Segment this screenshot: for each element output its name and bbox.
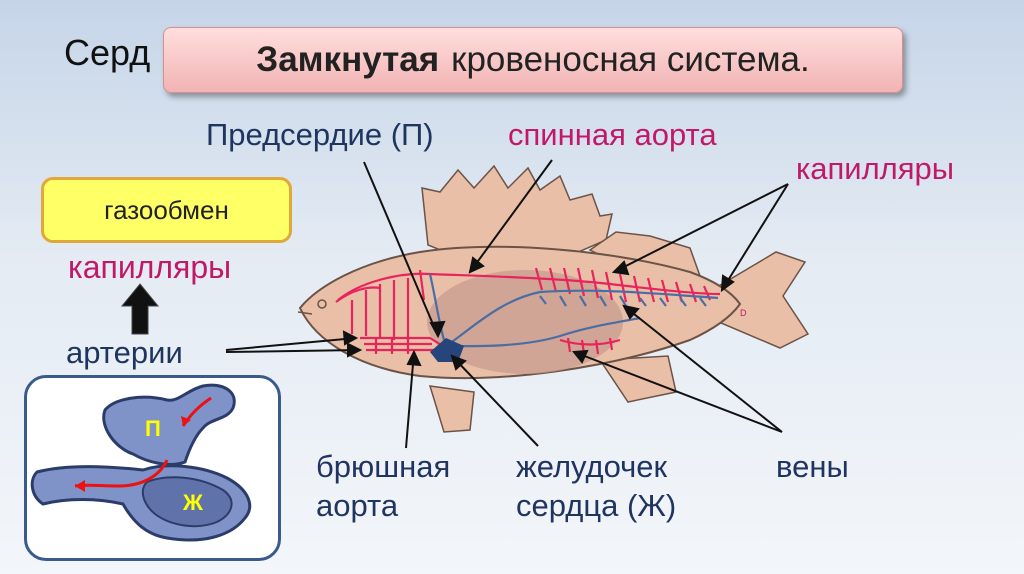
heart-inner-chamber [141,476,233,528]
heart-diagram: П Ж [30,383,251,542]
veins-label: вены [776,449,849,484]
tail-marking: D [740,308,747,318]
underlying-title-fragment: Серд [64,32,151,73]
tail-fin [711,251,810,349]
ventral-aorta-line1: брюшная [316,449,451,484]
ventricle-letter: Ж [182,490,203,515]
heart-diagram-box: П Ж [24,375,281,561]
gas-exchange-box: газообмен [41,177,292,243]
ventricle-label: желудочек сердца (Ж) [516,448,676,526]
dorsal-aorta-label: спинная аорта [508,117,717,152]
venous-vessels [428,273,719,348]
atrium-letter: П [145,416,161,441]
ventral-aorta-label: брюшная аорта [316,448,450,526]
arteries-label: артерии [66,335,183,370]
title-rest: кровеносная система. [451,40,810,79]
title-bold-word: Замкнутая [256,40,440,79]
pelvic-fin [428,385,475,433]
ventricle-line1: желудочек [516,449,668,484]
left-capillaries-label: капилляры [68,249,232,285]
heart-atrium-shape [102,383,236,466]
fish-heart-ventricle [430,338,464,362]
mouth-line [297,311,313,315]
up-arrow-icon [120,283,160,335]
ventricle-line2: сердца (Ж) [516,487,677,523]
ventral-aorta-line2: аорта [316,487,399,523]
arterial-vessels [335,267,721,355]
atrium-label: Предсердие (П) [206,117,434,152]
blood-flow-arrow-main [74,459,169,488]
body-cavity [427,270,623,374]
pointer-lines [225,159,789,449]
capillaries-label: капилляры [796,151,955,186]
anal-fin [598,355,677,403]
title-banner: Замкнутая кровеносная система. [163,27,903,93]
fish-eye [317,299,327,309]
